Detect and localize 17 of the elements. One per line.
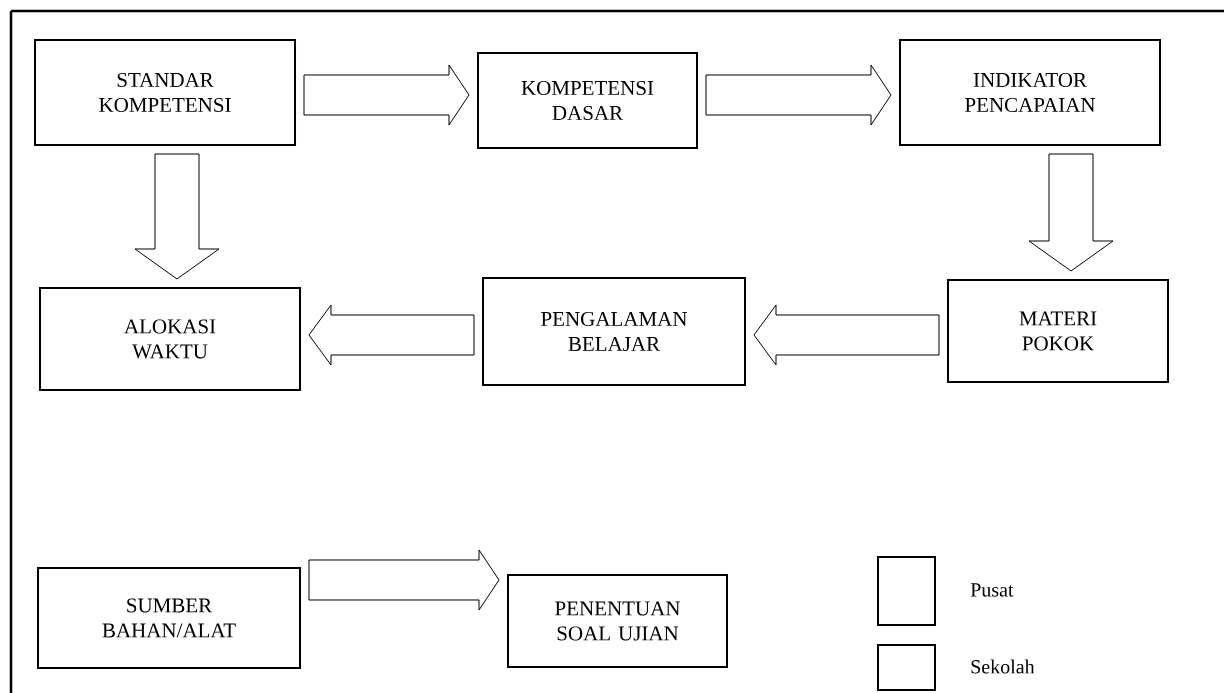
process-box: PENGALAMAN BELAJAR xyxy=(482,277,746,386)
process-box: PENENTUAN SOAL UJIAN xyxy=(507,574,728,668)
process-box: ALOKASI WAKTU xyxy=(39,287,301,391)
process-box: INDIKATOR PENCAPAIAN xyxy=(899,39,1161,146)
block-arrow xyxy=(308,304,475,366)
block-arrow xyxy=(308,549,500,611)
legend-label: Pusat xyxy=(970,583,1014,597)
block-arrow xyxy=(705,64,892,126)
block-arrow xyxy=(753,304,940,366)
block-arrow xyxy=(1028,153,1114,272)
block-arrow xyxy=(303,64,470,126)
process-box: KOMPETENSI DASAR xyxy=(477,52,698,149)
block-arrow xyxy=(134,153,220,280)
process-box: SUMBER BAHAN/ALAT xyxy=(37,567,301,669)
process-box: STANDAR KOMPETENSI xyxy=(34,39,296,146)
legend-label: Sekolah xyxy=(971,659,1035,674)
process-box: MATERI POKOK xyxy=(947,279,1169,383)
